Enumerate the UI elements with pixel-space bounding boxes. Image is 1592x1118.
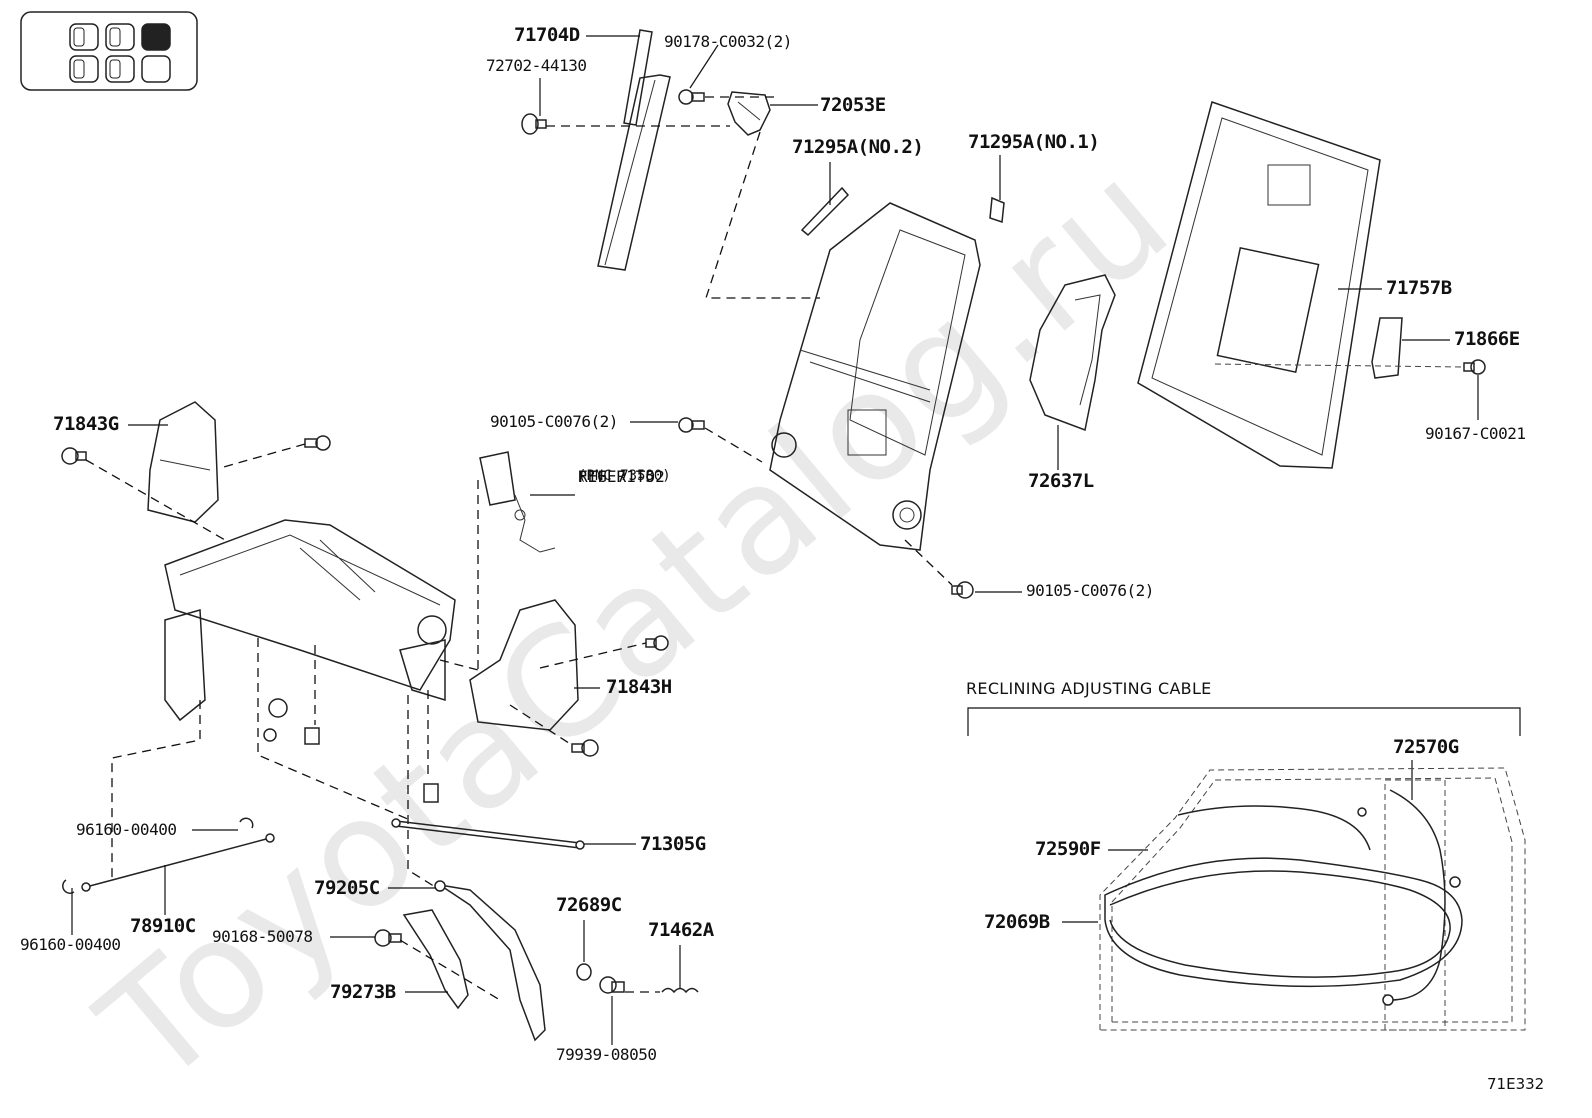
bracket-72053E-shape xyxy=(727,91,771,136)
seat-position-icon xyxy=(20,11,198,91)
cover-71843G-shape xyxy=(147,401,219,523)
label-71843H: 71843H xyxy=(606,676,672,698)
bolt-71843G-right-shape xyxy=(304,435,331,451)
section-title: RECLINING ADJUSTING CABLE xyxy=(966,679,1212,698)
label-72637L: 72637L xyxy=(1028,470,1094,492)
label-78910C: 78910C xyxy=(130,915,196,937)
reclining-cable-section xyxy=(967,707,1526,1031)
clip-no1-shape xyxy=(989,196,1005,224)
label-71305G: 71305G xyxy=(640,833,706,855)
handle-71866E-shape xyxy=(1371,317,1403,379)
clip-no2-shape xyxy=(800,186,850,237)
refer-note-line2: FIG 71-52 xyxy=(578,467,665,486)
screw-90167-shape xyxy=(1463,359,1486,375)
small-clips-shape xyxy=(263,698,439,803)
label-71843G: 71843G xyxy=(53,413,119,435)
seatback-frame-shape xyxy=(769,202,981,551)
seatback-board-shape xyxy=(1137,101,1381,469)
strap-79205C-shape xyxy=(434,880,546,1042)
label-79205C: 79205C xyxy=(314,877,380,899)
label-72590F: 72590F xyxy=(1035,838,1101,860)
figure-code: 71E332 xyxy=(1487,1075,1545,1093)
cover-71843H-shape xyxy=(469,599,579,731)
label-72570G: 72570G xyxy=(1393,736,1459,758)
bolt-90105-lower-shape xyxy=(951,581,974,599)
seatback-rod-shape xyxy=(597,29,671,271)
label-79939-08050: 79939-08050 xyxy=(556,1045,657,1064)
label-71866E: 71866E xyxy=(1454,328,1520,350)
label-71704D: 71704D xyxy=(514,24,580,46)
label-96160-00400-lower: 96160-00400 xyxy=(20,935,121,954)
refer-note-line3: (PNC 73580) xyxy=(578,468,671,484)
seat-cell-backrest-r1-c1 xyxy=(109,59,121,79)
clip-96160-upper-shape xyxy=(239,817,254,829)
bolt-90178-shape xyxy=(678,89,705,105)
seat-cell-backrest-r1-c0 xyxy=(73,59,85,79)
label-79273B: 79273B xyxy=(330,981,396,1003)
cable-78910C-shape xyxy=(81,833,275,892)
seat-cell-r1-c2 xyxy=(141,55,171,83)
label-72053E: 72053E xyxy=(820,94,886,116)
label-71757B: 71757B xyxy=(1386,277,1452,299)
fastener-72702-shape xyxy=(521,113,547,135)
seat-cell-backrest-r0-c1 xyxy=(109,27,121,47)
label-90167-C0021: 90167-C0021 xyxy=(1425,424,1526,443)
seat-cell-backrest-r0-c0 xyxy=(73,27,85,47)
seat-belt-buckle-shape xyxy=(479,451,556,553)
cover-79273B-shape xyxy=(402,909,469,1010)
cushion-frame-shape xyxy=(164,519,456,722)
label-71295A-no2: 71295A(NO.2) xyxy=(792,136,924,158)
label-71295A-no1: 71295A(NO.1) xyxy=(968,131,1100,153)
seat-cell-r0-c2 xyxy=(141,23,171,51)
label-90178-C0032: 90178-C0032(2) xyxy=(664,32,792,51)
refer-note-line1: REFER TO xyxy=(578,467,656,486)
label-90105-C0076-upper: 90105-C0076(2) xyxy=(490,412,618,431)
label-72689C: 72689C xyxy=(556,894,622,916)
leader-lines xyxy=(71,35,1479,1045)
rod-71305G-shape xyxy=(391,818,585,850)
label-90105-C0076-lower: 90105-C0076(2) xyxy=(1026,581,1154,600)
spring-71462A-shape xyxy=(661,987,699,994)
washer-72689C-shape xyxy=(576,963,592,981)
label-71462A: 71462A xyxy=(648,919,714,941)
label-72069B: 72069B xyxy=(984,911,1050,933)
bolt-90168-shape xyxy=(374,929,402,947)
bolt-79939-shape xyxy=(599,976,625,994)
label-72702-44130: 72702-44130 xyxy=(486,56,587,75)
bolt-71843H-top-shape xyxy=(645,635,669,651)
label-90168-50078: 90168-50078 xyxy=(212,927,313,946)
pad-72637L-shape xyxy=(1029,274,1116,432)
bolt-71843H-bottom-shape xyxy=(571,739,599,757)
bolt-90105-upper-shape xyxy=(678,417,705,433)
label-96160-00400-upper: 96160-00400 xyxy=(76,820,177,839)
bolt-71843G-left-shape xyxy=(61,447,87,465)
